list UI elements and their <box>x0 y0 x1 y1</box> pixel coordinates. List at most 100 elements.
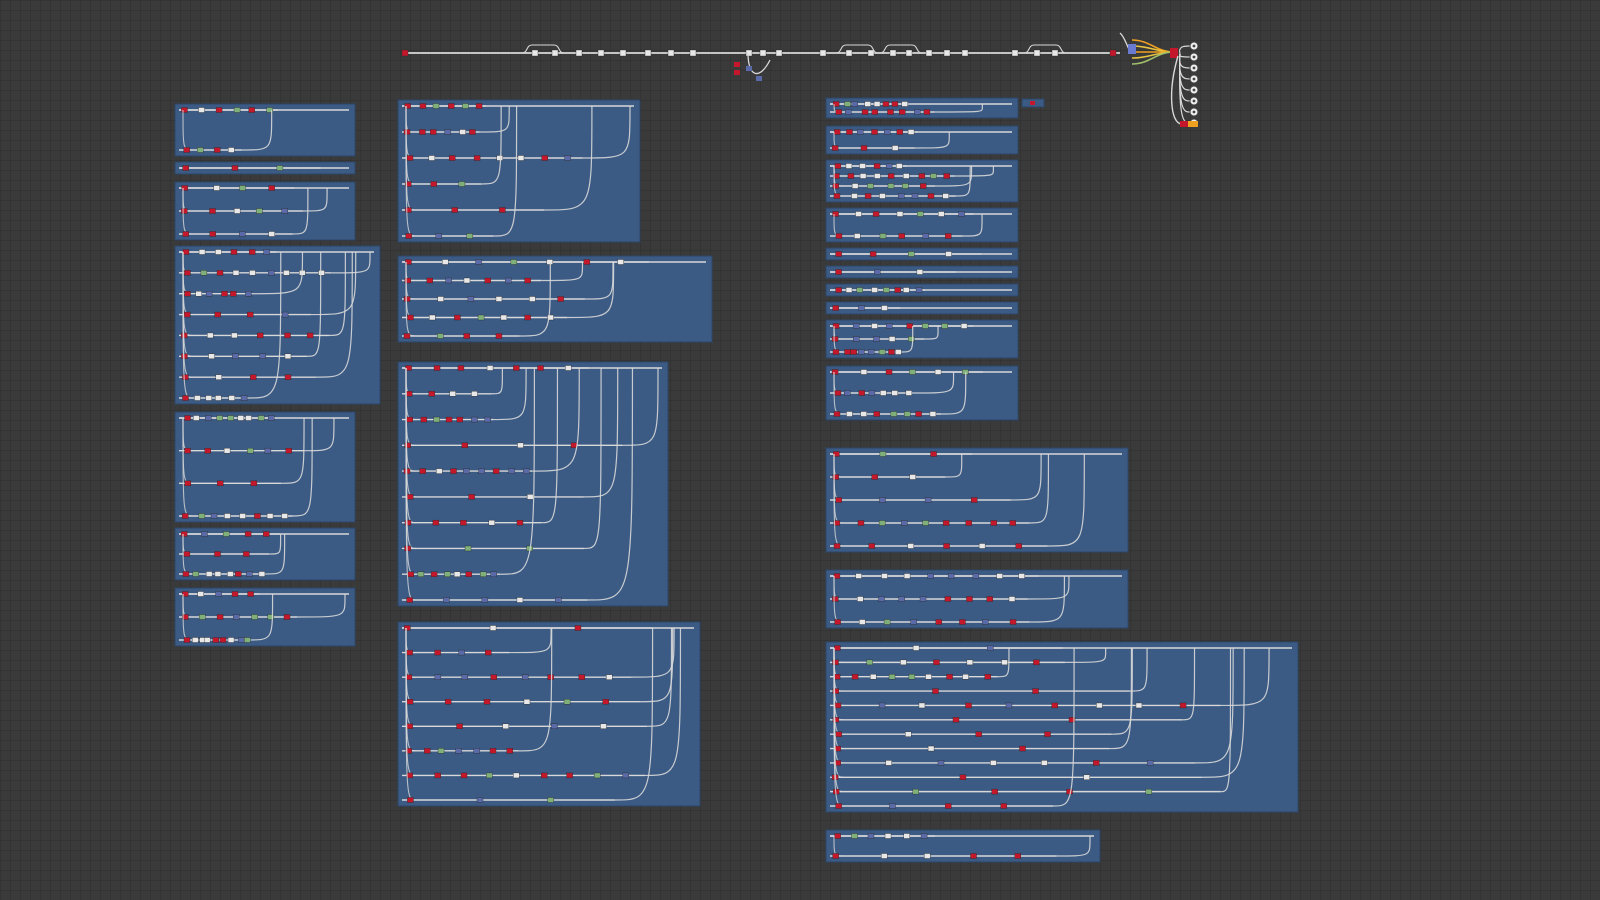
graph-node[interactable] <box>492 468 500 474</box>
graph-node[interactable] <box>248 107 255 113</box>
graph-node[interactable] <box>907 129 915 135</box>
graph-node[interactable] <box>406 699 414 705</box>
graph-node[interactable] <box>844 101 851 107</box>
graph-node[interactable] <box>898 233 905 239</box>
graph-node[interactable] <box>228 395 236 401</box>
graph-node[interactable] <box>871 109 878 115</box>
graph-node[interactable] <box>990 760 997 766</box>
node-frame[interactable] <box>825 319 1019 359</box>
graph-node[interactable] <box>232 353 239 359</box>
graph-node[interactable] <box>467 296 475 302</box>
graph-node[interactable] <box>958 211 965 217</box>
graph-node[interactable] <box>198 513 206 519</box>
graph-node[interactable] <box>406 649 413 656</box>
graph-node[interactable] <box>563 699 571 705</box>
graph-node[interactable] <box>923 109 931 115</box>
graph-node[interactable] <box>197 591 204 597</box>
graph-node[interactable] <box>200 270 208 276</box>
graph-node[interactable] <box>831 336 839 342</box>
graph-node[interactable] <box>247 447 254 454</box>
graph-node[interactable] <box>855 573 862 579</box>
graph-node[interactable] <box>835 803 842 809</box>
graph-node[interactable] <box>896 163 903 169</box>
graph-node[interactable] <box>851 674 859 680</box>
graph-node[interactable] <box>945 251 952 257</box>
node-frame[interactable] <box>825 447 1129 553</box>
graph-node[interactable] <box>247 311 254 318</box>
graph-node[interactable] <box>853 336 860 342</box>
graph-node[interactable] <box>233 208 241 214</box>
graph-node[interactable] <box>419 103 427 109</box>
graph-node[interactable] <box>871 474 878 480</box>
graph-node[interactable] <box>966 596 973 602</box>
graph-node[interactable] <box>210 513 218 519</box>
graph-node[interactable] <box>510 259 518 265</box>
graph-node[interactable] <box>878 349 886 355</box>
graph-node[interactable] <box>904 411 911 417</box>
graph-node[interactable] <box>835 497 842 503</box>
graph-node[interactable] <box>406 723 413 729</box>
graph-node[interactable] <box>1008 596 1016 602</box>
graph-node[interactable] <box>919 596 927 602</box>
graph-node[interactable] <box>889 49 897 57</box>
graph-node[interactable] <box>199 614 206 620</box>
graph-node[interactable] <box>406 416 413 423</box>
graph-node[interactable] <box>914 109 921 115</box>
graph-node[interactable] <box>475 259 482 265</box>
graph-node[interactable] <box>1009 520 1016 526</box>
node-frame[interactable] <box>174 411 356 523</box>
graph-node[interactable] <box>442 259 449 265</box>
graph-node[interactable] <box>214 571 222 577</box>
graph-node[interactable] <box>975 731 982 737</box>
graph-node[interactable] <box>284 332 291 339</box>
graph-node[interactable] <box>445 277 452 284</box>
graph-node[interactable] <box>205 415 212 421</box>
graph-node[interactable] <box>433 365 441 371</box>
graph-node[interactable] <box>405 181 412 187</box>
graph-node[interactable] <box>565 365 572 371</box>
graph-node[interactable] <box>407 571 415 577</box>
graph-node[interactable] <box>555 597 562 603</box>
graph-node[interactable] <box>970 853 977 859</box>
graph-node[interactable] <box>212 637 220 643</box>
graph-node[interactable] <box>506 748 514 754</box>
graph-node[interactable] <box>834 833 841 839</box>
graph-node[interactable] <box>927 193 935 199</box>
graph-node[interactable] <box>403 333 411 339</box>
graph-node[interactable] <box>858 305 865 311</box>
graph-node[interactable] <box>458 649 465 656</box>
graph-node[interactable] <box>529 296 536 302</box>
graph-node[interactable] <box>900 659 907 666</box>
graph-node[interactable] <box>406 494 414 500</box>
graph-node[interactable] <box>1146 760 1154 766</box>
graph-node[interactable] <box>432 103 440 109</box>
graph-node[interactable] <box>943 543 950 549</box>
node-frame[interactable] <box>825 125 1019 155</box>
graph-node[interactable] <box>835 287 842 293</box>
graph-node[interactable] <box>424 748 431 754</box>
graph-node[interactable] <box>832 717 840 723</box>
graph-node[interactable] <box>551 49 559 57</box>
graph-node[interactable] <box>489 625 497 631</box>
graph-node[interactable] <box>844 390 851 396</box>
graph-node[interactable] <box>960 323 968 329</box>
graph-node[interactable] <box>922 323 929 329</box>
graph-node[interactable] <box>471 391 478 397</box>
node-frame[interactable] <box>825 641 1299 813</box>
graph-node[interactable] <box>537 365 544 371</box>
graph-node[interactable] <box>867 349 875 355</box>
graph-node[interactable] <box>180 531 188 537</box>
graph-node[interactable] <box>867 183 874 189</box>
graph-node[interactable] <box>834 645 841 651</box>
graph-node[interactable] <box>746 66 752 71</box>
graph-node[interactable] <box>434 674 442 680</box>
node-frame[interactable] <box>397 361 669 607</box>
graph-node[interactable] <box>832 323 840 329</box>
graph-node[interactable] <box>505 277 512 284</box>
graph-node[interactable] <box>495 333 503 339</box>
graph-node[interactable] <box>256 208 263 214</box>
graph-node[interactable] <box>918 173 926 179</box>
graph-node[interactable] <box>239 513 246 519</box>
graph-node[interactable] <box>403 296 411 302</box>
